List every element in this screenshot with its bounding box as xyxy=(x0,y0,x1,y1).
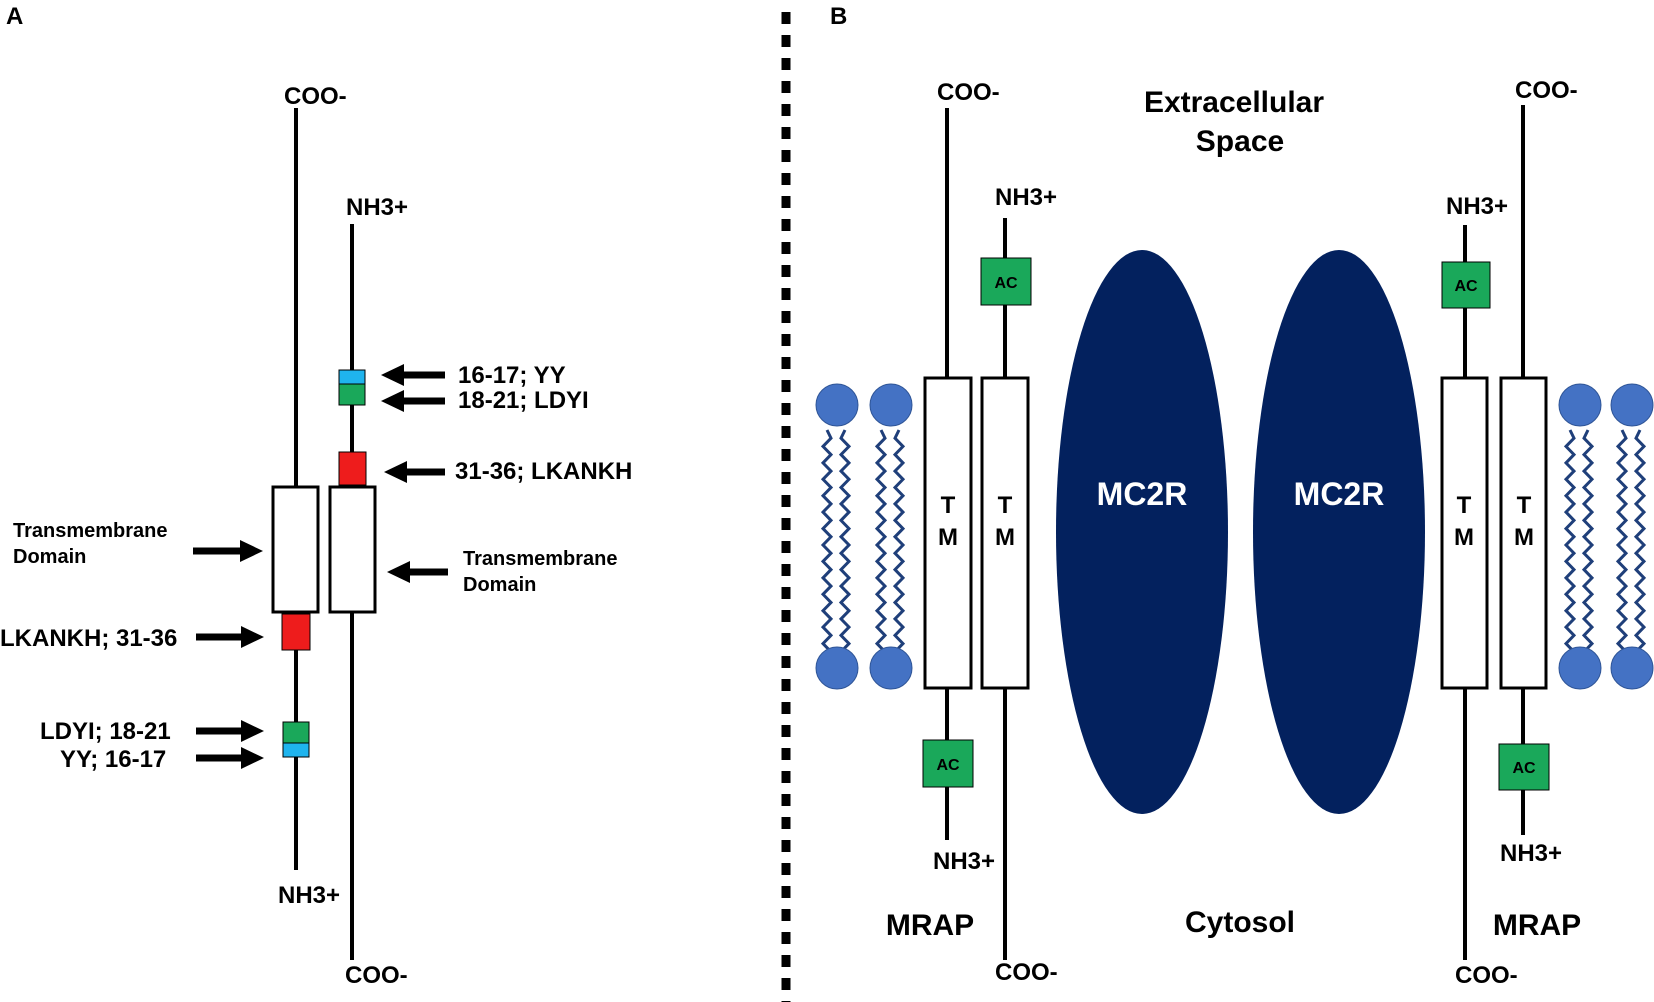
outer-bottom-label: NH3+ xyxy=(933,848,995,875)
mrap-monomer-left: COO- NH3+ xyxy=(271,83,347,909)
lipid-bilayer-left xyxy=(815,383,913,690)
lkankh-arrow-head xyxy=(384,461,407,483)
transmembrane-domain xyxy=(271,485,320,614)
tm-letter-m: M xyxy=(1454,524,1474,551)
tm-box-outer xyxy=(923,376,973,690)
receptor-body xyxy=(1253,250,1425,814)
tm-letter-t: T xyxy=(1457,492,1472,519)
panel-b: B Extracellular Space Cytosol MRAP MRAP … xyxy=(815,3,1654,989)
lipid-bilayer-right xyxy=(1558,383,1654,690)
ldyi-arrow-head xyxy=(381,390,404,412)
yy-motif xyxy=(338,369,366,385)
lipid-tail xyxy=(820,429,834,662)
lipid-head-top xyxy=(1610,383,1654,427)
tm-letter-m: M xyxy=(995,524,1015,551)
outer-top-label: COO- xyxy=(1515,77,1578,104)
tm-label-right-line2: Domain xyxy=(463,574,536,596)
phospholipid xyxy=(1558,383,1602,690)
mrap-dimer-left: T M AC COO- NH3+ AC T M NH3+ COO- xyxy=(922,79,1058,986)
tm-label-right-line1: Transmembrane xyxy=(463,548,618,570)
mrap-label-right: MRAP xyxy=(1493,909,1581,942)
extracellular-label-line1: Extracellular xyxy=(1144,86,1324,119)
lipid-tail xyxy=(874,429,888,662)
panel-b-letter: B xyxy=(830,3,847,30)
yy-label-left: YY; 16-17 xyxy=(60,746,166,773)
panel-a-letter: A xyxy=(6,3,23,30)
lipid-tail xyxy=(1633,429,1647,662)
lipid-head-top xyxy=(869,383,913,427)
inner-top-label: NH3+ xyxy=(995,184,1057,211)
ldyi-arrow-head xyxy=(241,720,264,742)
arrows-left-side xyxy=(193,540,264,769)
ldyi-motif xyxy=(282,721,310,744)
lipid-head-bottom xyxy=(1558,646,1602,690)
outer-bottom-label: NH3+ xyxy=(1500,840,1562,867)
ldyi-label-left: LDYI; 18-21 xyxy=(40,718,171,745)
lipid-tail xyxy=(1581,429,1595,662)
mrap-label-left: MRAP xyxy=(886,909,974,942)
lipid-tail xyxy=(1563,429,1577,662)
lkankh-motif xyxy=(281,613,311,651)
n-terminus-label: NH3+ xyxy=(346,194,408,221)
ac-label: AC xyxy=(1454,278,1478,295)
receptor-body xyxy=(1056,250,1228,814)
receptor-label: MC2R xyxy=(1097,476,1188,512)
ac-label: AC xyxy=(994,275,1018,292)
lkankh-arrow-head xyxy=(241,626,264,648)
tm-letter-t: T xyxy=(941,492,956,519)
tm-label-left-line2: Domain xyxy=(13,546,86,568)
phospholipid xyxy=(815,383,859,690)
c-terminus-label: COO- xyxy=(284,83,347,110)
tm-label-left-line1: Transmembrane xyxy=(13,520,168,542)
mrap-monomer-right: NH3+ COO- xyxy=(328,194,408,989)
phospholipid xyxy=(1610,383,1654,690)
lipid-head-bottom xyxy=(869,646,913,690)
yy-arrow-head xyxy=(381,364,404,386)
tm-letter-t: T xyxy=(1517,492,1532,519)
lipid-tail xyxy=(892,429,906,662)
tm-letter-t: T xyxy=(998,492,1013,519)
tm-letter-m: M xyxy=(938,524,958,551)
panel-a: A COO- NH3+ NH3+ COO- xyxy=(0,3,632,989)
tm-letter-m: M xyxy=(1514,524,1534,551)
outer-top-label: COO- xyxy=(937,79,1000,106)
mc2r-receptor-left: MC2R xyxy=(1056,250,1228,814)
lipid-tail xyxy=(838,429,852,662)
tm-box-inner xyxy=(1440,376,1489,690)
ldyi-motif xyxy=(338,383,366,406)
transmembrane-domain xyxy=(328,485,377,614)
tm-arrow-head xyxy=(240,540,263,562)
yy-label-right: 16-17; YY xyxy=(458,362,566,389)
extracellular-label-line2: Space xyxy=(1196,125,1284,158)
ac-label: AC xyxy=(1512,760,1536,777)
tm-arrow-head xyxy=(387,561,410,583)
cytosol-label: Cytosol xyxy=(1185,906,1295,939)
n-terminus-label: NH3+ xyxy=(278,882,340,909)
ac-box-outer xyxy=(1498,743,1550,791)
lkankh-motif xyxy=(338,451,367,486)
inner-top-label: NH3+ xyxy=(1446,193,1508,220)
arrows-right-side xyxy=(381,364,448,583)
ldyi-label-right: 18-21; LDYI xyxy=(458,387,589,414)
lipid-head-top xyxy=(1558,383,1602,427)
mrap-dimer-right: AC T M NH3+ COO- T M AC COO- NH3+ xyxy=(1440,77,1578,989)
c-terminus-label: COO- xyxy=(345,962,408,989)
inner-bottom-label: COO- xyxy=(995,959,1058,986)
lipid-head-bottom xyxy=(815,646,859,690)
lipid-tail xyxy=(1615,429,1629,662)
phospholipid xyxy=(869,383,913,690)
lipid-head-top xyxy=(815,383,859,427)
tm-box-outer xyxy=(1499,376,1548,690)
yy-motif xyxy=(282,742,310,758)
mc2r-receptor-right: MC2R xyxy=(1253,250,1425,814)
ac-box-inner xyxy=(1441,261,1491,309)
inner-bottom-label: COO- xyxy=(1455,962,1518,989)
yy-arrow-head xyxy=(241,747,264,769)
ac-label: AC xyxy=(936,757,960,774)
lkankh-label-right: 31-36; LKANKH xyxy=(455,458,632,485)
lipid-head-bottom xyxy=(1610,646,1654,690)
receptor-label: MC2R xyxy=(1294,476,1385,512)
lkankh-label-left: LKANKH; 31-36 xyxy=(0,625,177,652)
